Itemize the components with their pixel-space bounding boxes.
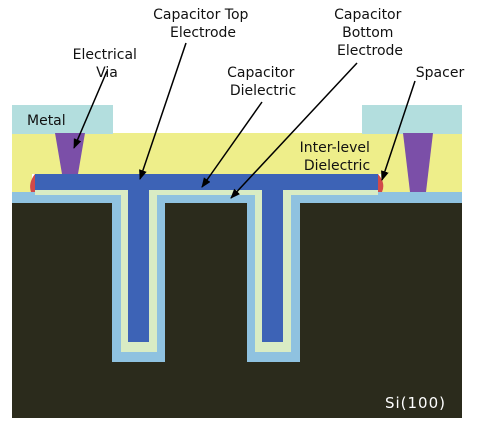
inter-level-dielectric-label-line-2: Dielectric xyxy=(304,158,370,174)
capacitor-dielectric-label-line-1: Capacitor xyxy=(227,65,294,81)
electrical-via-label: Electrical Via xyxy=(73,47,142,81)
metal-right xyxy=(362,105,462,134)
inter-level-dielectric-layer xyxy=(12,133,462,192)
capacitor-dielectric-label: Capacitor Dielectric xyxy=(227,65,299,99)
capacitor-top-electrode-label: Capacitor Top Electrode xyxy=(153,7,253,41)
capacitor-top-electrode-label-line-1: Capacitor Top xyxy=(153,7,248,23)
substrate-label: Si(100) xyxy=(385,394,446,412)
si-substrate xyxy=(12,203,462,418)
spacer-left xyxy=(30,174,35,192)
electrical-via-right xyxy=(403,133,433,192)
electrical-via-label-line-2: Via xyxy=(96,65,118,81)
capacitor-top-electrode-arrow xyxy=(139,42,187,180)
capacitor-bottom-electrode-arrow xyxy=(230,62,358,199)
capacitor-bottom-electrode-label: Capacitor Bottom Electrode xyxy=(334,7,406,59)
capacitor-dielectric-label-line-2: Dielectric xyxy=(230,83,296,99)
capacitor-bottom-electrode-label-line-1: Capacitor xyxy=(334,7,401,23)
metal-left xyxy=(12,105,113,134)
capacitor-bottom-electrode-label-line-2: Bottom xyxy=(342,25,393,41)
inter-level-dielectric-label-line-1: Inter-level xyxy=(300,140,370,156)
capacitor-dielectric-arrow xyxy=(201,101,263,188)
spacer-label: Spacer xyxy=(416,65,465,81)
electrical-via-arrow xyxy=(73,70,108,149)
metal-label: Metal xyxy=(27,113,66,129)
spacer-right xyxy=(378,174,384,192)
capacitor-bottom-electrode-label-line-3: Electrode xyxy=(337,43,403,59)
electrical-via-label-line-1: Electrical xyxy=(73,47,137,63)
spacer-arrow xyxy=(381,80,416,181)
inter-level-dielectric-label: Inter-level Dielectric xyxy=(300,140,375,174)
capacitor-top-electrode-label-line-2: Electrode xyxy=(170,25,236,41)
